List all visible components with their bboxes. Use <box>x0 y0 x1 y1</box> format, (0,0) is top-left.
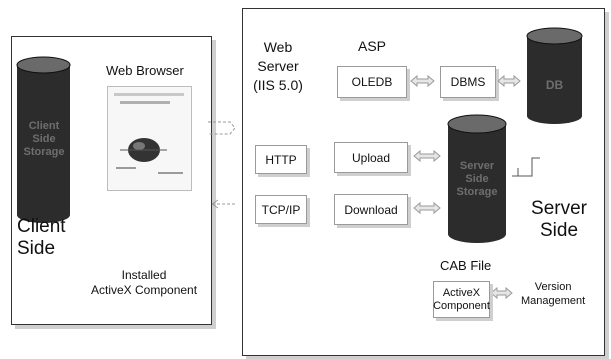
oledb-box: OLEDB <box>337 66 407 98</box>
download-box: Download <box>334 194 408 225</box>
web-server-label: Web Server (IIS 5.0) <box>253 39 303 93</box>
browser-window-illustration <box>107 86 192 191</box>
upload-label: Upload <box>351 150 391 165</box>
tcpip-box: TCP/IP <box>255 195 307 224</box>
activex-label-line1: ActiveX <box>442 286 481 299</box>
version-management-label: Version Management <box>521 281 586 307</box>
oledb-label: OLEDB <box>351 75 393 89</box>
upload-box: Upload <box>334 142 408 173</box>
web-browser-label: Web Browser <box>106 63 184 78</box>
client-storage-label: Client Side Storage <box>23 120 65 158</box>
db-label: DB <box>545 78 564 92</box>
installed-activex-label: Installed ActiveX Component <box>91 268 198 297</box>
tcpip-label: TCP/IP <box>261 202 301 217</box>
http-label: HTTP <box>265 152 297 167</box>
activex-label-line2: Component <box>433 299 490 312</box>
activex-component-box: ActiveX Component <box>433 281 490 318</box>
dbms-label: DBMS <box>450 75 486 89</box>
server-side-label: Server Side <box>531 198 587 241</box>
asp-label: ASP <box>358 38 387 54</box>
client-side-label: Client Side <box>17 216 66 259</box>
cab-file-label: CAB File <box>440 258 492 273</box>
http-box: HTTP <box>255 145 307 174</box>
dbms-box: DBMS <box>440 66 496 98</box>
download-label: Download <box>344 202 398 217</box>
server-storage-label: Server Side Storage <box>456 160 498 198</box>
